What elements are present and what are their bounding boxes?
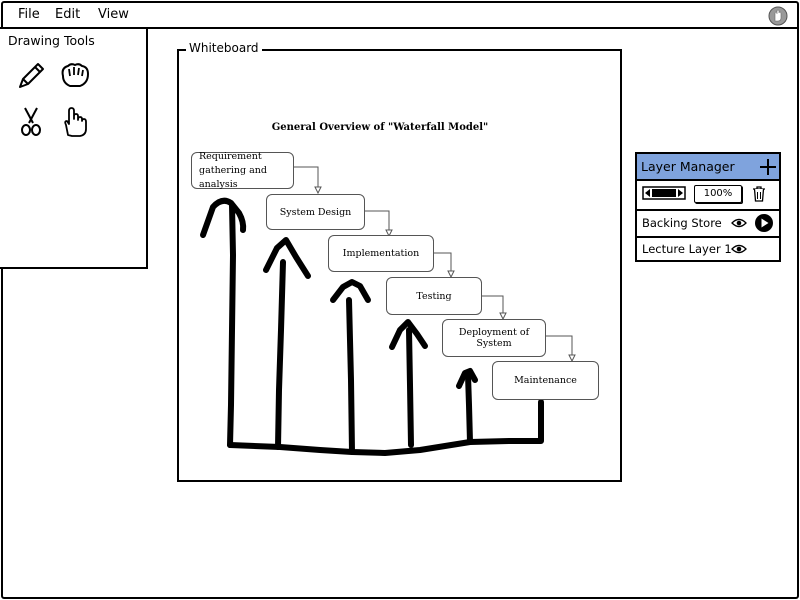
add-layer-plus-icon[interactable] xyxy=(757,156,779,178)
layer-manager-header: Layer Manager xyxy=(637,154,779,181)
drawing-tools-panel: Drawing Tools xyxy=(0,27,148,269)
opacity-slider[interactable] xyxy=(642,185,686,201)
menu-view[interactable]: View xyxy=(98,7,129,22)
waterfall-step-implementation: Implementation xyxy=(328,235,434,272)
hand-pan-icon[interactable] xyxy=(58,105,92,139)
zoom-level-field[interactable]: 100% xyxy=(694,185,742,203)
whiteboard-title: Whiteboard xyxy=(186,41,262,55)
menu-edit[interactable]: Edit xyxy=(55,7,81,22)
layer-name: Backing Store xyxy=(642,216,722,230)
layer-controls: 100% xyxy=(637,181,779,211)
scissors-icon[interactable] xyxy=(14,105,48,139)
waterfall-step-requirements: Requirement gathering and analysis xyxy=(191,151,294,190)
layer-manager-panel: Layer Manager 100% Backing Store Lecture… xyxy=(635,152,781,262)
waterfall-step-maintenance: Maintenance xyxy=(492,361,599,400)
menu-bar: File Edit View xyxy=(3,3,797,29)
layer-row-backing-store[interactable]: Backing Store xyxy=(637,211,779,238)
trash-icon[interactable] xyxy=(751,185,767,203)
eraser-glove-icon[interactable] xyxy=(58,59,92,93)
layer-manager-title: Layer Manager xyxy=(641,159,735,174)
menu-file[interactable]: File xyxy=(18,7,40,22)
waterfall-step-deployment: Deployment of System xyxy=(442,319,546,357)
eye-visibility-icon[interactable] xyxy=(731,244,747,254)
waterfall-step-testing: Testing xyxy=(386,277,482,315)
eye-visibility-icon[interactable] xyxy=(731,218,747,228)
layer-name: Lecture Layer 1 xyxy=(642,242,732,256)
drawing-tools-title: Drawing Tools xyxy=(8,33,95,48)
layer-row-lecture-layer-1[interactable]: Lecture Layer 1 xyxy=(637,238,779,260)
app-logo-icon xyxy=(768,6,788,26)
diagram-title: General Overview of "Waterfall Model" xyxy=(271,122,489,133)
pencil-icon[interactable] xyxy=(14,59,48,93)
waterfall-step-system-design: System Design xyxy=(266,194,365,230)
active-layer-play-icon[interactable] xyxy=(754,213,774,233)
